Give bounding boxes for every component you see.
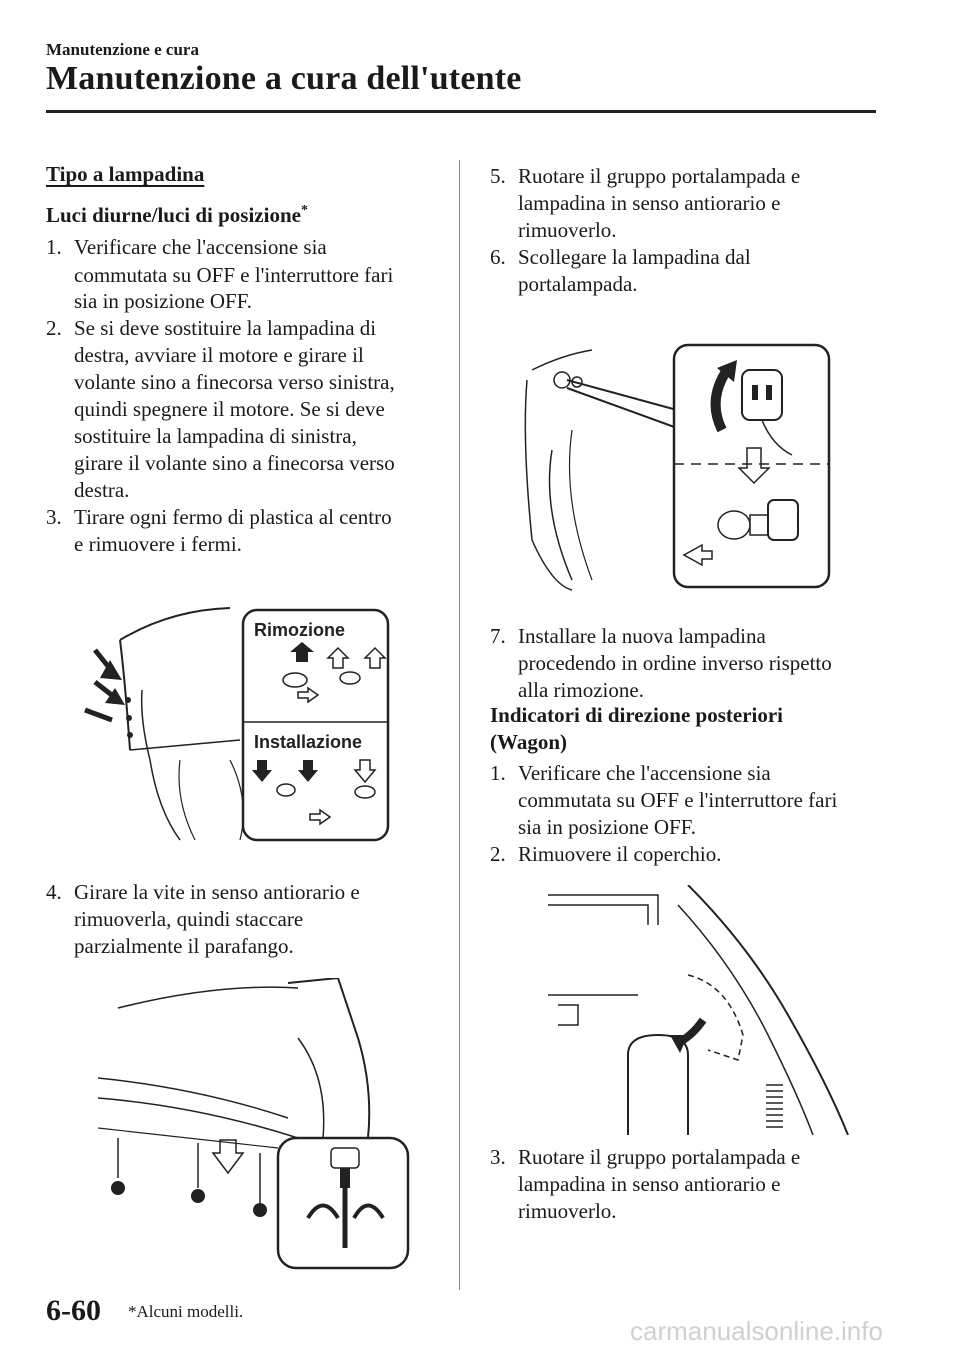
step-text: Installare la nuova lampadina	[518, 624, 766, 648]
step-number: 2.	[490, 842, 506, 866]
step-number: 4.	[46, 880, 62, 904]
step-3: 3. Tirare ogni fermo di plastica al cent…	[46, 503, 446, 531]
step-text-line: lampadina in senso antiorario e	[518, 1172, 781, 1196]
step-text-line: commutata su OFF e l'interruttore fari	[74, 263, 394, 287]
step-text-line: parzialmente il parafango.	[74, 934, 294, 958]
step-text-line: alla rimozione.	[518, 678, 644, 702]
subsection-heading: Luci diurne/luci di posizione*	[46, 203, 308, 228]
step-text-line: destra.	[74, 478, 130, 502]
step-text-line: lampadina in senso antiorario e	[518, 191, 781, 215]
step-1b: 1. Verificare che l'accensione sia	[490, 759, 890, 787]
page-number: 6-60	[46, 1294, 101, 1327]
step-7: 7. Installare la nuova lampadina	[490, 622, 890, 650]
step-text-line: portalampada.	[518, 272, 638, 296]
step-6: 6. Scollegare la lampadina dal	[490, 243, 890, 271]
step-text-line: volante sino a finecorsa verso sinistra,	[74, 370, 395, 394]
step-number: 6.	[490, 245, 506, 269]
step-2b: 2. Rimuovere il coperchio.	[490, 840, 890, 868]
step-text-line: procedendo in ordine inverso rispetto	[518, 651, 832, 675]
step-text-line: sia in posizione OFF.	[518, 815, 696, 839]
step-text-line: sostituire la lampadina di sinistra,	[74, 424, 357, 448]
subsection-heading-line: (Wagon)	[490, 730, 568, 754]
step-number: 3.	[46, 505, 62, 529]
step-text-line: girare il volante sino a finecorsa verso	[74, 451, 395, 475]
step-text: Ruotare il gruppo portalampada e	[518, 164, 801, 188]
step-text: Girare la vite in senso antiorario e	[74, 880, 360, 904]
step-number: 1.	[490, 761, 506, 785]
step-text: Tirare ogni fermo di plastica al centro	[74, 505, 392, 529]
step-2: 2. Se si deve sostituire la lampadina di	[46, 314, 446, 342]
step-text: Verificare che l'accensione sia	[518, 761, 771, 785]
install-label: Installazione	[254, 732, 362, 752]
step-1: 1. Verificare che l'accensione sia	[46, 233, 446, 261]
subsection-heading-text: Luci diurne/luci di posizione	[46, 203, 301, 227]
bulb-socket-figure	[524, 343, 831, 591]
step-3b: 3. Ruotare il gruppo portalampada e	[490, 1143, 890, 1171]
step-text-line: e rimuovere i fermi.	[74, 532, 242, 556]
page-title: Manutenzione a cura dell'utente	[46, 60, 522, 97]
watermark: carmanualsonline.info	[630, 1316, 883, 1346]
step-number: 3.	[490, 1145, 506, 1169]
step-number: 2.	[46, 316, 62, 340]
step-5: 5. Ruotare il gruppo portalampada e	[490, 162, 890, 190]
step-text-line: rimuoverlo.	[518, 1199, 617, 1223]
step-text-line: sia in posizione OFF.	[74, 289, 252, 313]
fender-screw-figure	[98, 978, 410, 1270]
step-text-line: destra, avviare il motore e girare il	[74, 343, 364, 367]
step-text-line: rimuoverlo.	[518, 218, 617, 242]
cover-removal-figure	[548, 885, 849, 1135]
step-number: 1.	[46, 235, 62, 259]
step-4: 4. Girare la vite in senso antiorario e	[46, 878, 446, 906]
step-text: Verificare che l'accensione sia	[74, 235, 327, 259]
subsection-heading: Indicatori di direzione posteriori	[490, 703, 784, 727]
step-text: Se si deve sostituire la lampadina di	[74, 316, 377, 340]
step-text: Rimuovere il coperchio.	[518, 842, 722, 866]
step-text: Scollegare la lampadina dal	[518, 245, 751, 269]
step-number: 7.	[490, 624, 506, 648]
section-label: Manutenzione e cura	[46, 40, 199, 59]
clip-removal-figure: Rimozione Installazione	[84, 607, 390, 842]
section-heading: Tipo a lampadina	[46, 162, 205, 186]
column-divider	[459, 160, 460, 1290]
removal-label: Rimozione	[254, 620, 345, 640]
title-rule	[46, 110, 876, 113]
footnote-mark: *	[300, 203, 308, 218]
step-number: 5.	[490, 164, 506, 188]
footnote: *Alcuni modelli.	[128, 1302, 244, 1321]
step-text-line: quindi spegnere il motore. Se si deve	[74, 397, 385, 421]
step-text: Ruotare il gruppo portalampada e	[518, 1145, 801, 1169]
step-text-line: commutata su OFF e l'interruttore fari	[518, 788, 838, 812]
step-text-line: rimuoverla, quindi staccare	[74, 907, 304, 931]
